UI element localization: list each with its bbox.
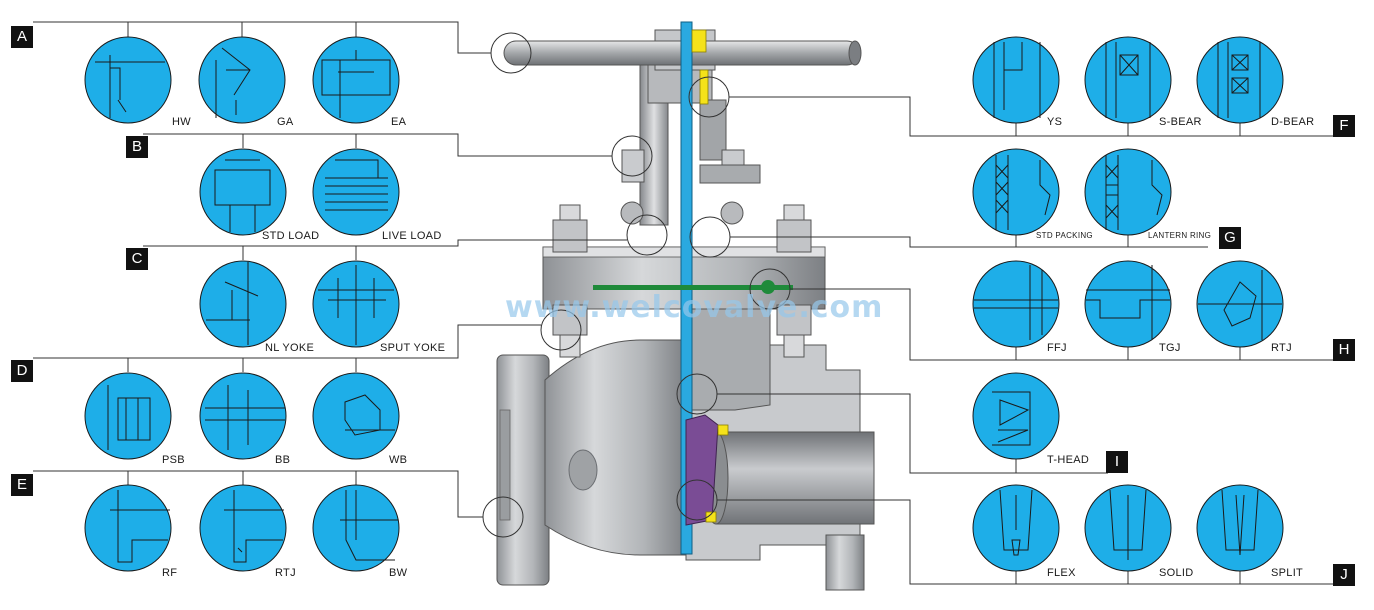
option-s-bear-thumbnail (1084, 36, 1172, 124)
option-live-load-thumbnail (312, 148, 400, 236)
group-b-badge: B (126, 136, 148, 158)
option-thumbnails (84, 36, 1284, 572)
watermark: www.welcovalve.com (505, 290, 884, 325)
option-sput-yoke-thumbnail (312, 260, 400, 348)
option-ga-thumbnail (198, 36, 286, 124)
option-rtj-thumbnail-e (199, 484, 287, 572)
group-g-badge: G (1219, 227, 1241, 249)
option-std-load-thumbnail (199, 148, 287, 236)
option-ffj-thumbnail (972, 260, 1060, 348)
option-solid-thumbnail (1084, 484, 1172, 572)
option-label-nl-yoke: NL YOKE (265, 342, 315, 354)
group-d-badge: D (11, 360, 33, 382)
option-nl-yoke-thumbnail (199, 260, 287, 348)
option-label-lantern-ring: LANTERN RING (1148, 231, 1212, 240)
option-lantern-ring-thumbnail (1084, 148, 1172, 236)
option-label-hw: HW (172, 116, 191, 128)
group-f-badge: F (1333, 115, 1355, 137)
option-wb-thumbnail (312, 372, 400, 460)
option-bw-thumbnail (312, 484, 400, 572)
option-label-wb: WB (389, 454, 408, 466)
option-tgj-thumbnail (1084, 260, 1172, 348)
option-flex-thumbnail (972, 484, 1060, 572)
option-label-sput-yoke: SPUT YOKE (380, 342, 446, 354)
valve-body (496, 21, 875, 591)
option-label-psb: PSB (162, 454, 185, 466)
option-label-std-load: STD LOAD (262, 230, 320, 242)
option-label-ea: EA (391, 116, 407, 128)
option-bb-thumbnail (199, 372, 287, 460)
option-label-bw: BW (389, 567, 408, 579)
option-d-bear-thumbnail (1196, 36, 1284, 124)
option-std-packing-thumbnail (972, 148, 1060, 236)
option-label-s-bear: S-BEAR (1159, 116, 1202, 128)
option-label-rtj-e: RTJ (275, 567, 296, 579)
option-hw-thumbnail (84, 36, 172, 124)
option-ea-thumbnail (312, 36, 400, 124)
leader-lines (33, 21, 1333, 585)
option-psb-thumbnail (84, 372, 172, 460)
option-label-rtj-h: RTJ (1271, 342, 1292, 354)
option-label-t-head: T-HEAD (1047, 454, 1090, 466)
option-label-split: SPLIT (1271, 567, 1304, 579)
option-label-flex: FLEX (1047, 567, 1076, 579)
option-label-tgj: TGJ (1159, 342, 1181, 354)
option-label-ffj: FFJ (1047, 342, 1067, 354)
option-label-bb: BB (275, 454, 291, 466)
group-c-badge: C (126, 248, 148, 270)
group-e-badge: E (11, 474, 33, 496)
option-ys-thumbnail (972, 36, 1060, 124)
group-a-badge: A (11, 26, 33, 48)
option-label-d-bear: D-BEAR (1271, 116, 1315, 128)
group-j-badge: J (1333, 564, 1355, 586)
option-label-solid: SOLID (1159, 567, 1194, 579)
group-h-badge: H (1333, 339, 1355, 361)
option-label-ys: YS (1047, 116, 1063, 128)
group-i-badge: I (1106, 451, 1128, 473)
option-label-ga: GA (277, 116, 294, 128)
option-rf-thumbnail (84, 484, 172, 572)
option-label-live-load: LIVE LOAD (382, 230, 442, 242)
option-rtj-thumbnail-h (1196, 260, 1284, 348)
option-t-head-thumbnail (972, 372, 1060, 460)
option-label-std-packing: STD PACKING (1036, 231, 1093, 240)
option-label-rf: RF (162, 567, 178, 579)
option-split-thumbnail (1196, 484, 1284, 572)
